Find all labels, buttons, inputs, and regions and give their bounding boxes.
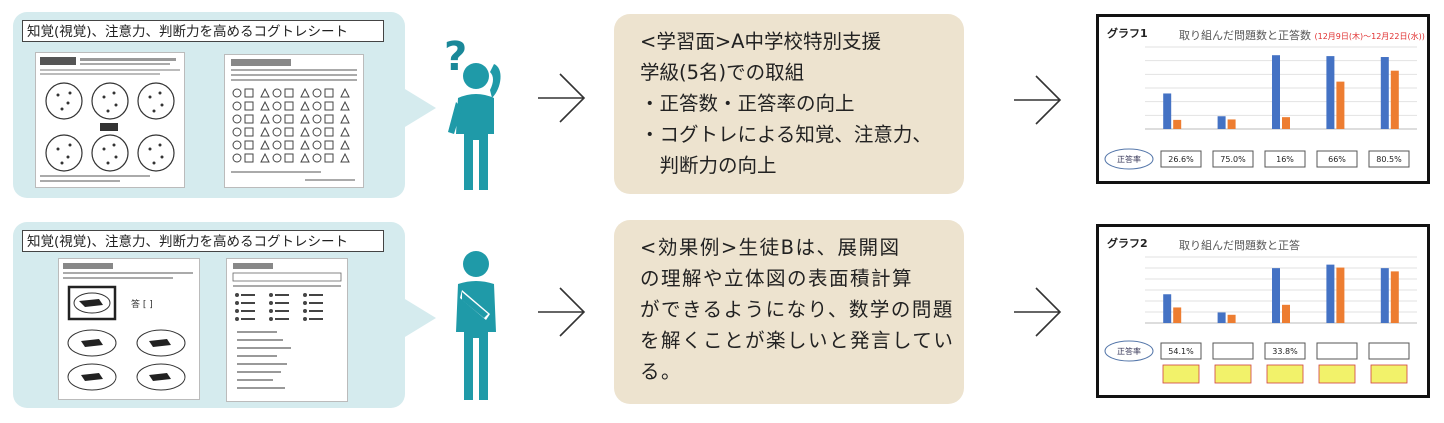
bar <box>1336 267 1345 323</box>
bar <box>1163 93 1172 129</box>
rate-box <box>1368 342 1410 360</box>
rate-value: 16% <box>1276 155 1294 164</box>
chart-label: グラフ1 <box>1107 27 1148 40</box>
worksheet-title: 知覚(視覚)、注意力、判断力を高めるコグトレシート <box>22 20 384 42</box>
rate-label-oval <box>1104 148 1154 170</box>
arrow-icon <box>1012 72 1064 128</box>
thinking-person-icon: ? <box>436 24 516 194</box>
description-line: 学級(5名)での取組 <box>640 61 805 84</box>
worksheet-image-left: 答 [ ] <box>58 258 200 400</box>
bar <box>1272 268 1280 323</box>
chart-title-note: (12月9日(木)〜12月22日(水)) <box>1314 32 1425 41</box>
description-box: <効果例>生徒Bは、展開図 の理解や立体図の表面積計算 ができるようになり、数学… <box>614 220 964 404</box>
arrow-icon <box>536 70 588 126</box>
rate-box <box>1212 342 1254 360</box>
worksheet-image-left <box>35 52 185 188</box>
bar <box>1326 56 1335 129</box>
bar <box>1217 312 1226 323</box>
svg-text:答 [ ]: 答 [ ] <box>131 298 153 310</box>
arrow-icon <box>536 284 588 340</box>
rate-box <box>1264 150 1306 168</box>
worksheet-title: 知覚(視覚)、注意力、判断力を高めるコグトレシート <box>22 230 384 252</box>
bubble-tail <box>400 86 436 130</box>
improvement-badge <box>1162 364 1200 384</box>
rate-label: 正答率 <box>1117 346 1141 356</box>
row-1: 知覚(視覚)、注意力、判断力を高めるコグトレシート <box>0 10 1444 200</box>
rate-value: 66% <box>1328 155 1346 164</box>
bar <box>1282 304 1290 323</box>
rate-value: 80.5% <box>1376 155 1402 164</box>
bar <box>1380 57 1389 130</box>
rate-box <box>1212 150 1254 168</box>
description-line: ・正答数・正答率の向上 <box>640 92 855 115</box>
rate-value: 26.6% <box>1168 155 1194 164</box>
rate-value: 75.0% <box>1220 155 1246 164</box>
description-line: <学習面>A中学校特別支援 <box>640 30 882 53</box>
bar <box>1390 271 1399 323</box>
description-box: <学習面>A中学校特別支援 学級(5名)での取組 ・正答数・正答率の向上 ・コグ… <box>614 14 964 194</box>
improvement-badge <box>1214 364 1252 384</box>
arrow-icon <box>1012 284 1064 340</box>
bar <box>1227 314 1236 323</box>
rate-value: 33.8% <box>1272 347 1298 356</box>
svg-text:?: ? <box>444 34 467 80</box>
improvement-badge <box>1318 364 1356 384</box>
bar <box>1282 117 1290 129</box>
row-2: 知覚(視覚)、注意力、判断力を高めるコグトレシート 答 [ ] <box>0 220 1444 410</box>
description-line: の理解や立体図の表面積計算 <box>640 267 914 290</box>
chart-svg: 正答率 54.1% 33.8% <box>1104 256 1417 384</box>
bar <box>1272 55 1280 130</box>
rate-box <box>1264 342 1306 360</box>
chart-svg: 正答率 26.6% 75.0% 16% 66% 80.5% <box>1104 46 1417 170</box>
bar <box>1173 119 1182 129</box>
worksheet-image-right <box>224 54 364 188</box>
bar <box>1380 268 1389 323</box>
rate-label-oval <box>1104 340 1154 362</box>
description-line: を解くことが楽しいと発言してい <box>640 329 955 352</box>
bar <box>1390 70 1399 129</box>
result-chart: グラフ1 取り組んだ問題数と正答数 (12月9日(木)〜12月22日(水)) 正… <box>1096 14 1430 184</box>
rate-box <box>1316 342 1358 360</box>
rate-box <box>1160 150 1202 168</box>
description-line: ・コグトレによる知覚、注意力、 <box>640 123 932 146</box>
chart-label: グラフ2 <box>1107 237 1148 250</box>
chart-title: 取り組んだ問題数と正答数 (12月9日(木)〜12月22日(水)) <box>1179 29 1425 42</box>
description-line: ができるようになり、数学の問題 <box>640 298 954 321</box>
bar <box>1326 264 1335 323</box>
rate-value: 54.1% <box>1168 347 1194 356</box>
bar <box>1227 119 1236 129</box>
rate-box <box>1316 150 1358 168</box>
rate-box <box>1160 342 1202 360</box>
result-chart: グラフ2 取り組んだ問題数と正答 正答率 54.1% 33.8% <box>1096 224 1430 398</box>
description-line: る。 <box>640 360 683 383</box>
improvement-badge <box>1370 364 1408 384</box>
description-line: <効果例>生徒Bは、展開図 <box>640 236 901 259</box>
rate-box <box>1368 150 1410 168</box>
worksheet-image-right <box>226 258 348 402</box>
description-line: 判断力の向上 <box>640 154 777 177</box>
bar <box>1217 116 1226 129</box>
chart-title: 取り組んだ問題数と正答 <box>1179 239 1300 252</box>
confident-person-icon <box>436 234 516 404</box>
bar <box>1163 294 1172 323</box>
bar <box>1336 81 1345 129</box>
bar <box>1173 307 1182 323</box>
bubble-tail <box>400 296 436 340</box>
rate-label: 正答率 <box>1117 154 1141 164</box>
improvement-badge <box>1266 364 1304 384</box>
